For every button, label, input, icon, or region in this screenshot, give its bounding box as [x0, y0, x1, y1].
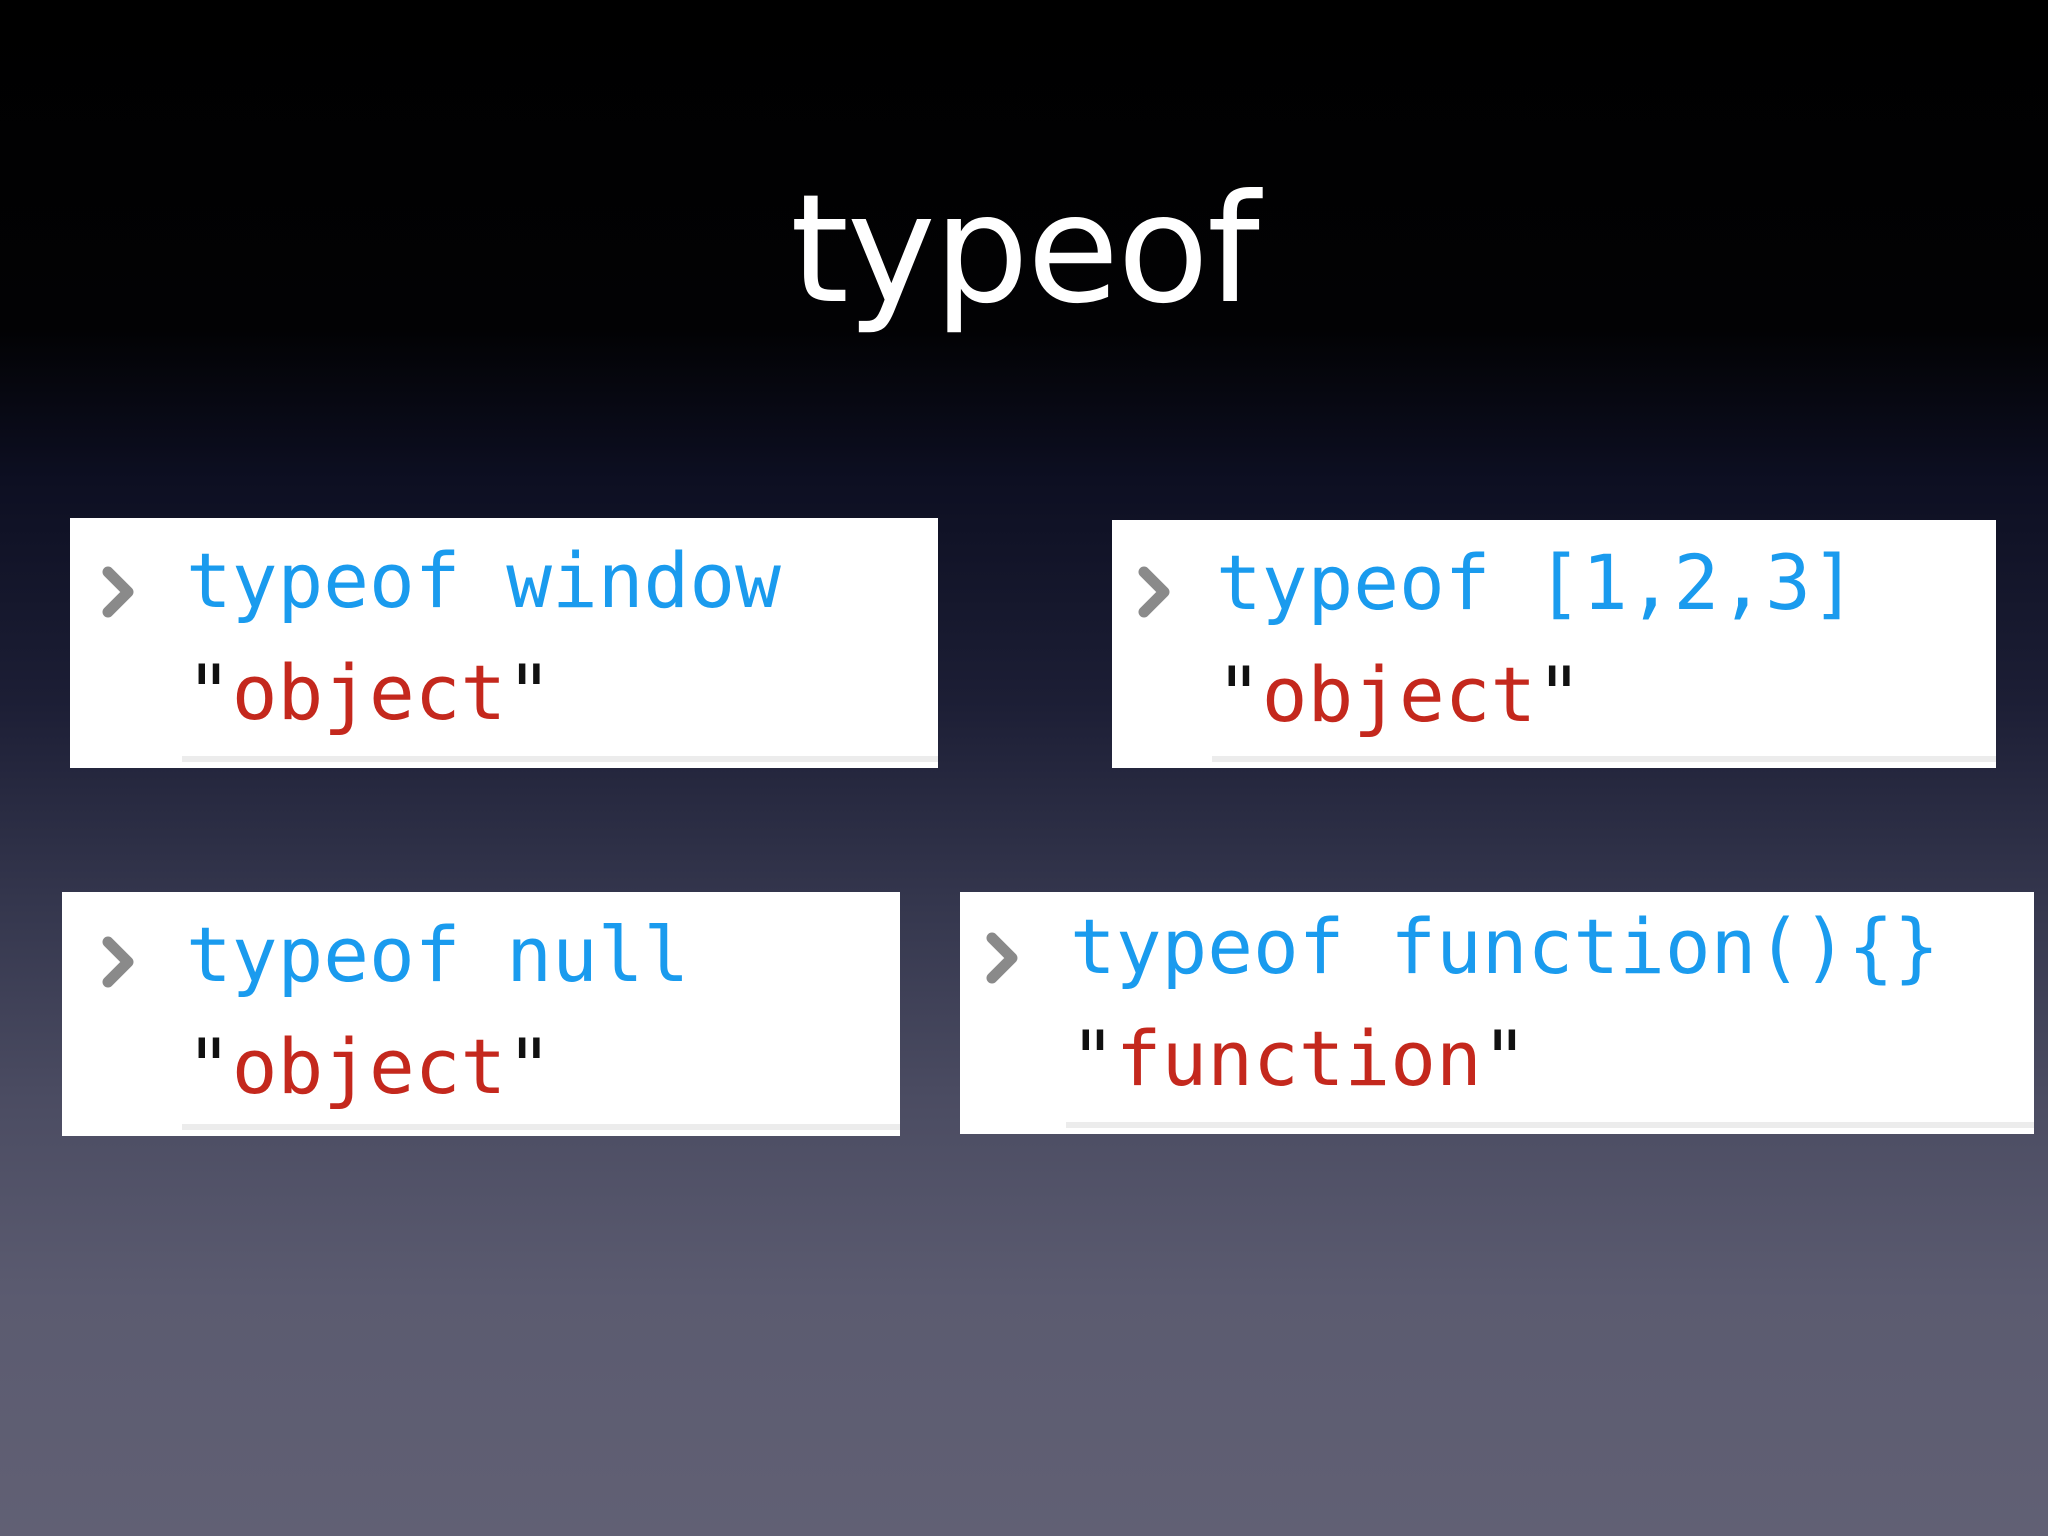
console-panel-typeof-window: typeof window "object"	[70, 518, 938, 768]
result-value: object	[231, 648, 507, 737]
row-divider	[182, 756, 938, 762]
console-input: typeof function(){}	[1070, 902, 1940, 991]
console-panel-typeof-array: typeof [1,2,3] "object"	[1112, 520, 1996, 768]
console-input: typeof window	[186, 536, 781, 625]
result-value: function	[1115, 1014, 1482, 1103]
chevron-right-icon	[986, 932, 1018, 984]
chevron-right-icon	[102, 566, 134, 618]
chevron-right-icon	[1138, 566, 1170, 618]
result-open-quote: "	[1216, 650, 1262, 739]
slide-title: typeof	[790, 163, 1260, 337]
result-close-quote: "	[1536, 650, 1583, 739]
console-input: typeof null	[186, 910, 690, 999]
console-panel-typeof-null: typeof null "object"	[62, 892, 900, 1136]
result-close-quote: "	[1481, 1014, 1528, 1103]
result-close-quote: "	[506, 648, 553, 737]
row-divider	[1066, 1122, 2034, 1128]
result-value: object	[231, 1022, 507, 1111]
console-result: "object"	[186, 1022, 552, 1112]
console-result: "function"	[1070, 1014, 1528, 1104]
chevron-right-icon	[102, 936, 134, 988]
result-open-quote: "	[1070, 1014, 1116, 1103]
result-open-quote: "	[186, 1022, 232, 1111]
result-value: object	[1261, 650, 1537, 739]
console-panel-typeof-function: typeof function(){} "function"	[960, 892, 2034, 1134]
console-result: "object"	[186, 648, 552, 738]
row-divider	[182, 1124, 900, 1130]
console-input: typeof [1,2,3]	[1216, 538, 1857, 627]
console-result: "object"	[1216, 650, 1582, 740]
result-open-quote: "	[186, 648, 232, 737]
result-close-quote: "	[506, 1022, 553, 1111]
row-divider	[1212, 756, 1996, 762]
